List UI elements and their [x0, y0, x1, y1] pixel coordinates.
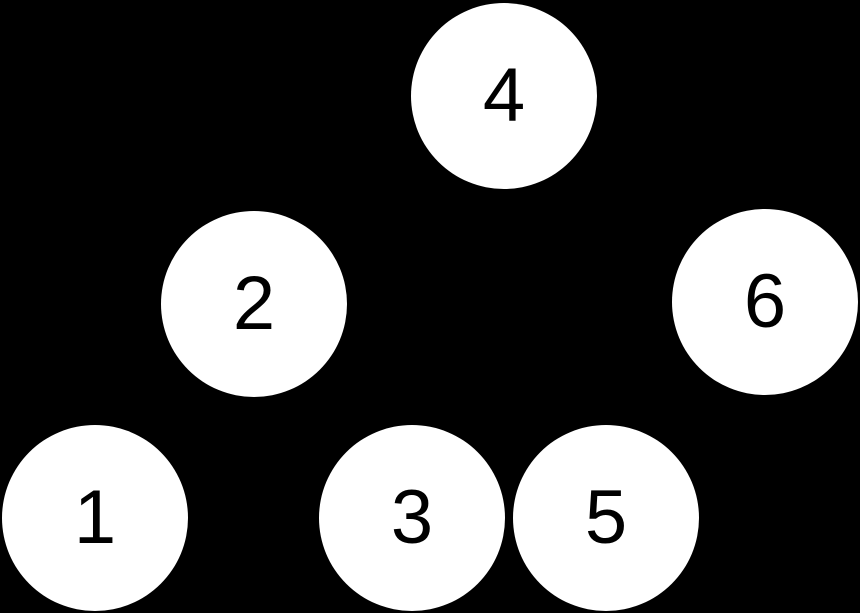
node-label-5: 5	[584, 475, 628, 560]
node-label-3: 3	[390, 475, 434, 560]
node-label-6: 6	[743, 259, 787, 344]
tree-node-4: 4	[411, 3, 597, 189]
tree-node-2: 2	[161, 211, 347, 397]
tree-node-5: 5	[513, 425, 699, 611]
node-label-1: 1	[73, 475, 117, 560]
node-label-2: 2	[232, 261, 276, 346]
node-label-4: 4	[482, 53, 526, 138]
tree-node-3: 3	[319, 425, 505, 611]
tree-node-1: 1	[2, 425, 188, 611]
tree-node-6: 6	[672, 209, 858, 395]
